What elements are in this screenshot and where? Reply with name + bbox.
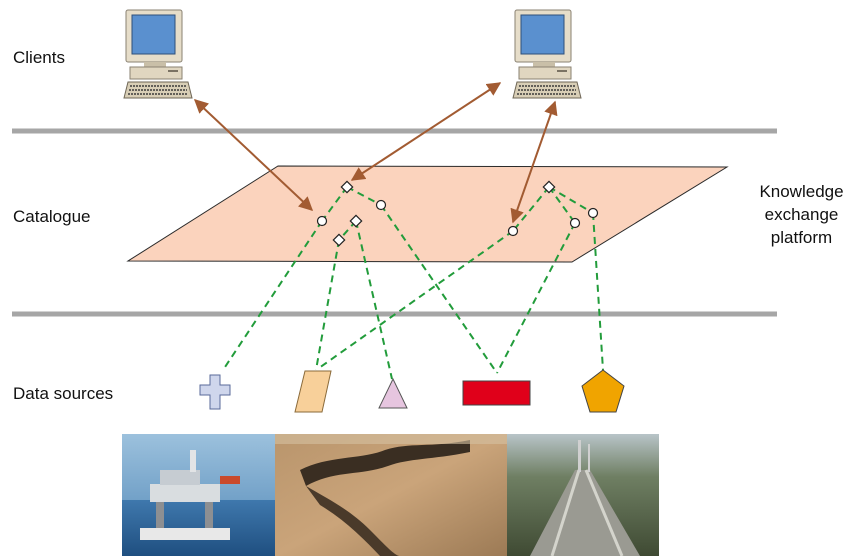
catalogue-diamond-node (332, 233, 346, 247)
catalogue-circle-node (375, 199, 387, 211)
catalogue-nodes (316, 180, 599, 247)
cross-shape-icon (199, 374, 231, 410)
catalogue-circle-node (587, 207, 599, 219)
platform-label-line-3: platform (770, 228, 833, 247)
offshore-oil-platform-photo (122, 434, 275, 556)
label-knowledge-exchange-platform: Knowledge exchange platform (744, 180, 859, 249)
label-clients: Clients (13, 48, 65, 67)
pipeline-photo (507, 434, 659, 556)
client-arrow-2 (350, 82, 502, 181)
client-links (193, 82, 558, 224)
triangle-shape-icon (378, 377, 408, 409)
platform-label-line-2: exchange (764, 205, 839, 224)
pentagon-shape-icon (581, 369, 625, 413)
knowledge-exchange-platform (126, 165, 729, 263)
rectangle-shape-icon (462, 380, 531, 406)
catalogue-circle-node (316, 215, 328, 227)
catalogue-diamond-node (349, 214, 363, 228)
source-links (222, 186, 604, 380)
eroded-landscape-photo (275, 434, 507, 556)
client-arrow-3 (510, 100, 558, 224)
catalogue-diamond-node (542, 180, 556, 194)
label-data-sources: Data sources (13, 384, 114, 403)
catalogue-circle-node (507, 225, 519, 237)
parallelogram-shape-icon (294, 370, 332, 413)
photo-strip (122, 434, 659, 556)
catalogue-circle-node (569, 217, 581, 229)
platform-label-line-1: Knowledge (759, 182, 844, 201)
catalogue-diamond-node (340, 180, 354, 194)
client-arrow-1 (193, 99, 314, 211)
computer-icon (123, 9, 193, 99)
label-catalogue: Catalogue (13, 207, 91, 226)
computer-icon (512, 9, 582, 99)
